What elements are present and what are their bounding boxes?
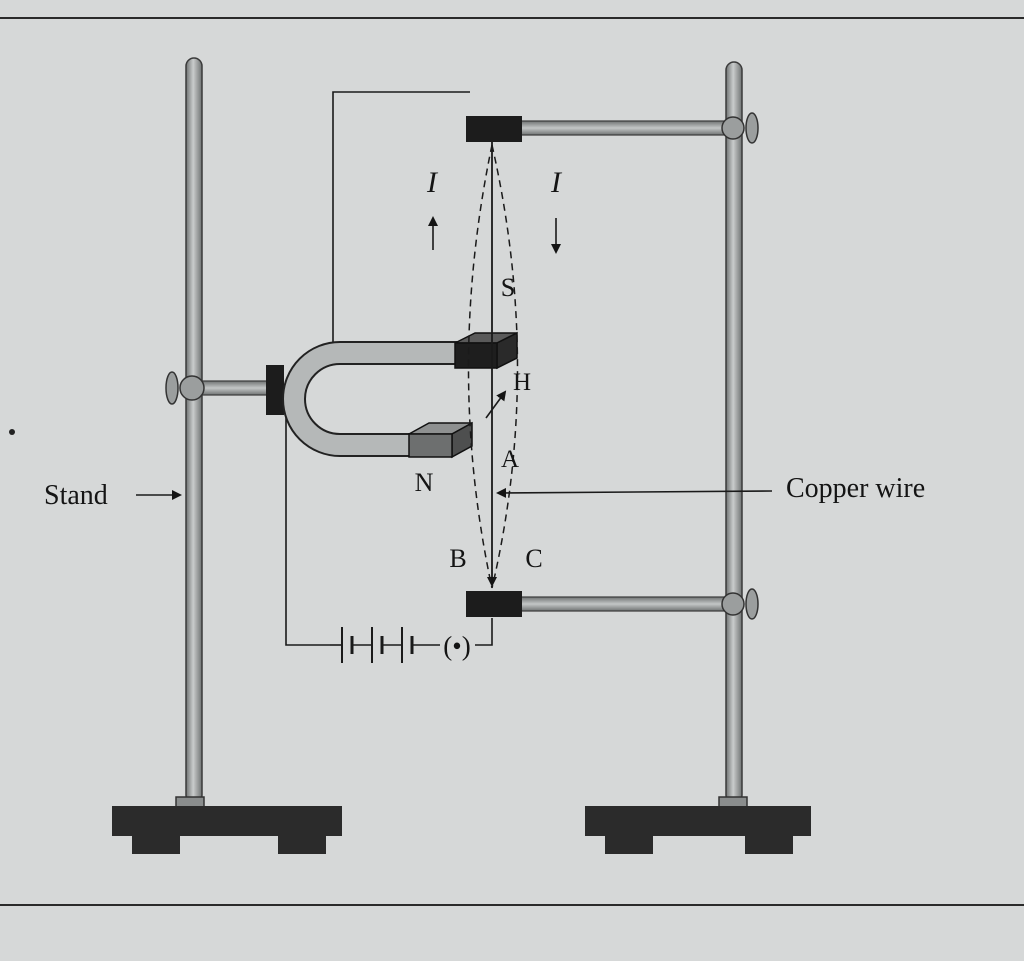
left-stand (112, 57, 342, 854)
top-lead-wire (332, 91, 470, 352)
left-lead-wire (285, 410, 330, 646)
horseshoe-magnet (282, 331, 518, 459)
copper-wire-label: Copper wire (786, 473, 925, 504)
battery (330, 627, 440, 663)
bottom-wire-clamp (466, 591, 522, 617)
south-pole-block (454, 342, 498, 369)
right-upper-screw (745, 112, 759, 144)
wire-swing-path-right (491, 144, 519, 589)
south-pole-label: S (501, 273, 515, 302)
right-lower-screw (745, 588, 759, 620)
circuit-wires (285, 91, 493, 646)
right-lower-boss (721, 592, 745, 616)
right-stand-base (585, 806, 811, 836)
right-lower-arm (519, 596, 733, 612)
right-upper-arm (519, 120, 733, 136)
stand-label: Stand (44, 480, 108, 511)
right-stand-foot-right (745, 836, 793, 854)
copper-wire-pointer-arrow (496, 487, 773, 498)
left-stand-rod (185, 57, 203, 804)
wire-swing-path-left (467, 144, 493, 589)
right-stand-foot-left (605, 836, 653, 854)
left-clamp-boss (179, 375, 205, 401)
current-label-right: I (550, 166, 563, 199)
h-direction-arrow (485, 390, 507, 419)
plug-key-symbol: (•) (443, 631, 470, 661)
point-b-label: B (449, 544, 466, 573)
left-stand-foot-right (278, 836, 326, 854)
top-wire-clamp (466, 116, 522, 142)
right-stand-rod (725, 61, 743, 804)
north-pole-block (408, 433, 453, 458)
current-label-left: I (426, 166, 439, 199)
north-pole-label: N (415, 468, 434, 497)
point-c-label: C (525, 544, 542, 573)
magnet-holder-block (266, 365, 284, 415)
left-stand-base (112, 806, 342, 836)
point-h-label: H (513, 369, 531, 396)
left-clamp-screw (165, 371, 179, 405)
point-a-label: A (501, 446, 519, 473)
margin-dot (9, 429, 15, 435)
magnet-body (282, 341, 461, 457)
right-lead-wire (475, 618, 493, 646)
left-stand-foot-left (132, 836, 180, 854)
right-stand (519, 61, 811, 854)
right-upper-boss (721, 116, 745, 140)
